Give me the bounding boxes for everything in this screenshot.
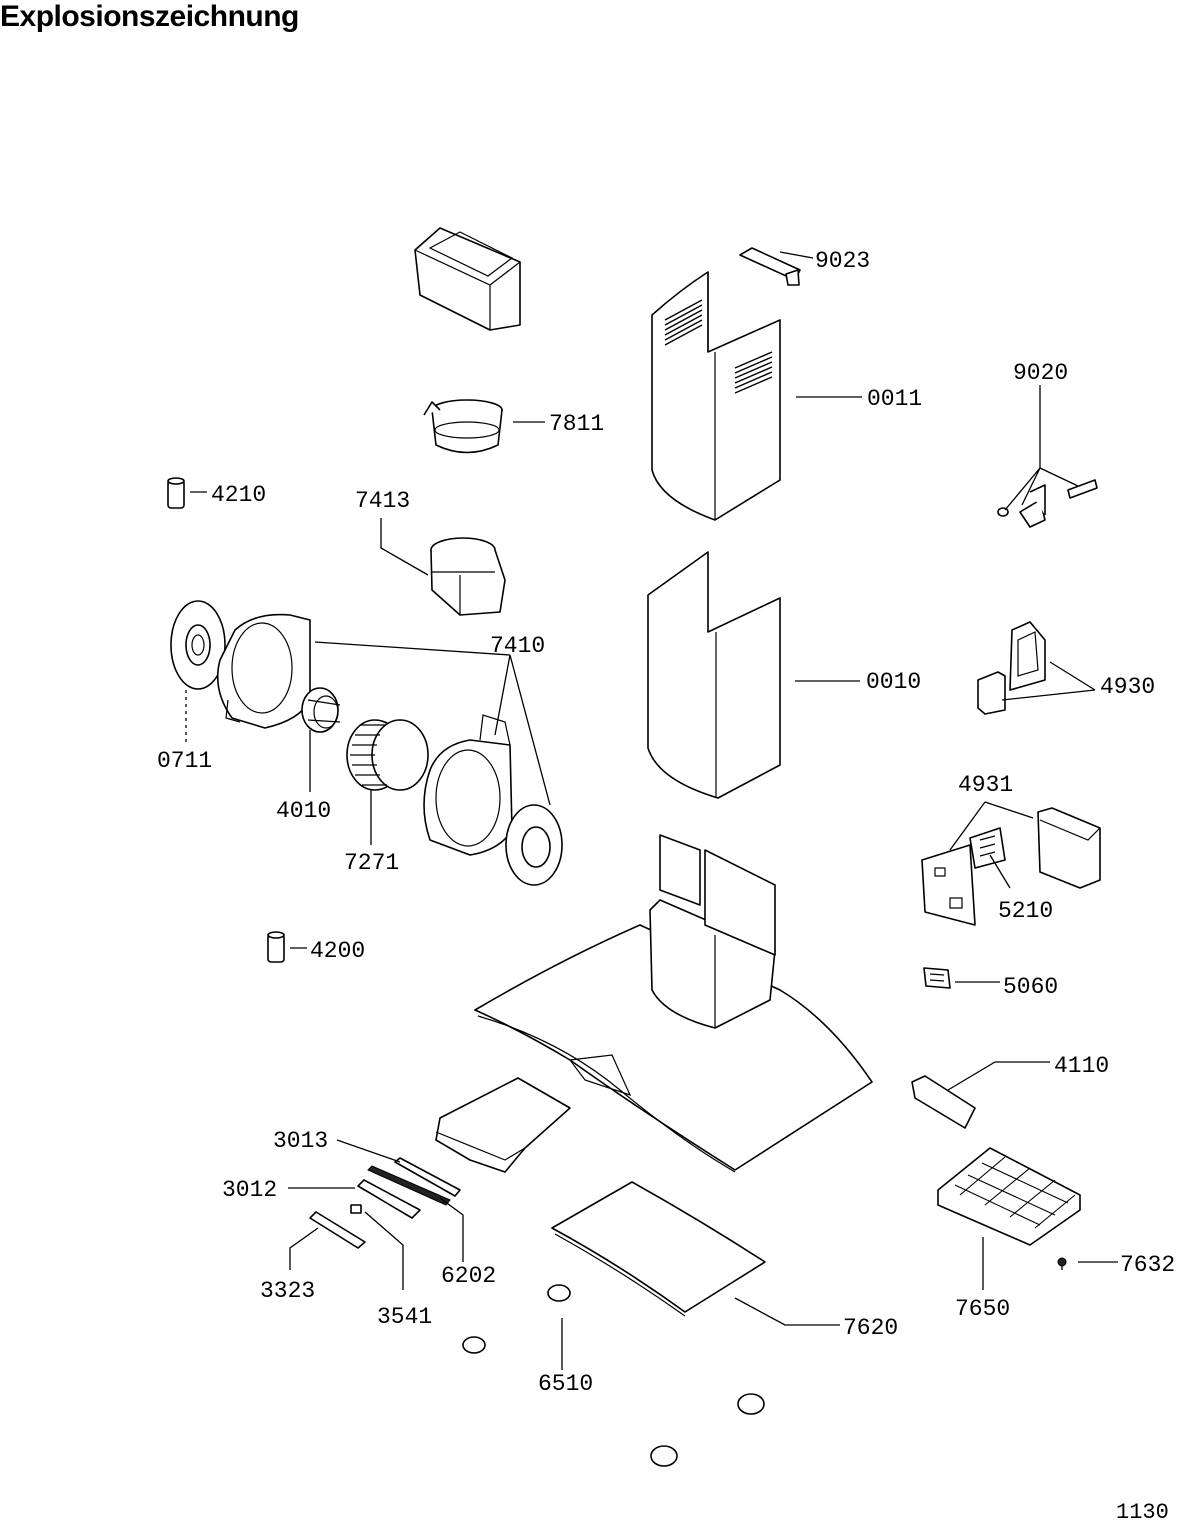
- part-4110-cover: [911, 1075, 976, 1129]
- label-0010: 0010: [866, 669, 921, 695]
- part-control-tray: [435, 1077, 571, 1173]
- label-5210: 5210: [998, 898, 1053, 924]
- label-4110: 4110: [1054, 1053, 1109, 1079]
- part-5210-board: [969, 827, 1006, 869]
- label-7650: 7650: [955, 1296, 1010, 1322]
- label-7620: 7620: [843, 1315, 898, 1341]
- part-7632-screw: [1057, 1257, 1067, 1270]
- part-3012-bar: [357, 1179, 421, 1219]
- label-3323: 3323: [260, 1278, 315, 1304]
- part-4930-switch: [977, 621, 1046, 715]
- label-0711: 0711: [157, 748, 212, 774]
- part-0711-flange: [170, 600, 226, 690]
- leader-lines: [185, 251, 1118, 1370]
- label-5060: 5060: [1003, 974, 1058, 1000]
- part-7410-housing-right: [423, 714, 513, 856]
- label-7413: 7413: [355, 488, 410, 514]
- part-7413-housing: [430, 537, 506, 616]
- part-hood-body: [474, 834, 873, 1173]
- label-7271: 7271: [344, 850, 399, 876]
- part-3541-clip: [350, 1204, 362, 1214]
- label-3013: 3013: [273, 1128, 328, 1154]
- part-4931-box: [1037, 807, 1101, 889]
- label-9023: 9023: [815, 248, 870, 274]
- part-9020-fixings: [997, 479, 1098, 528]
- part-7811-ring: [423, 399, 503, 454]
- label-3012: 3012: [222, 1177, 277, 1203]
- part-4010-motor: [301, 687, 341, 733]
- label-7410: 7410: [490, 633, 545, 659]
- part-3013-rod: [394, 1157, 461, 1197]
- label-0011: 0011: [867, 386, 922, 412]
- label-7632: 7632: [1120, 1252, 1175, 1278]
- part-4210-cylinder: [167, 477, 185, 509]
- diagram-title: Explosionszeichnung: [0, 0, 299, 33]
- part-7620-glass: [551, 1181, 766, 1317]
- part-0010-lower-chimney: [647, 551, 781, 799]
- label-3541: 3541: [377, 1304, 432, 1330]
- label-4930: 4930: [1100, 674, 1155, 700]
- part-7650-filter: [937, 1147, 1081, 1246]
- part-4200-cylinder: [267, 931, 285, 963]
- label-4010: 4010: [276, 798, 331, 824]
- page-number: 1130: [1116, 1500, 1169, 1525]
- part-6202-rod: [367, 1165, 451, 1206]
- part-6510-knobs: [462, 1284, 765, 1467]
- label-6510: 6510: [538, 1371, 593, 1397]
- label-9020: 9020: [1013, 360, 1068, 386]
- label-4200: 4200: [310, 938, 365, 964]
- part-7410-flange-right: [505, 804, 563, 886]
- part-circuit-board: [921, 844, 976, 926]
- label-4210: 4210: [211, 482, 266, 508]
- label-4931: 4931: [958, 772, 1013, 798]
- part-3323-bar: [309, 1211, 366, 1249]
- part-5060-board: [923, 967, 951, 989]
- part-7410-housing-left: [216, 613, 311, 729]
- part-filter-box: [414, 227, 521, 331]
- label-6202: 6202: [441, 1263, 496, 1289]
- part-9023-bracket: [739, 247, 801, 286]
- part-7271-fan-wheel: [346, 719, 429, 791]
- label-7811: 7811: [549, 411, 604, 437]
- part-0011-upper-chimney: [651, 271, 781, 521]
